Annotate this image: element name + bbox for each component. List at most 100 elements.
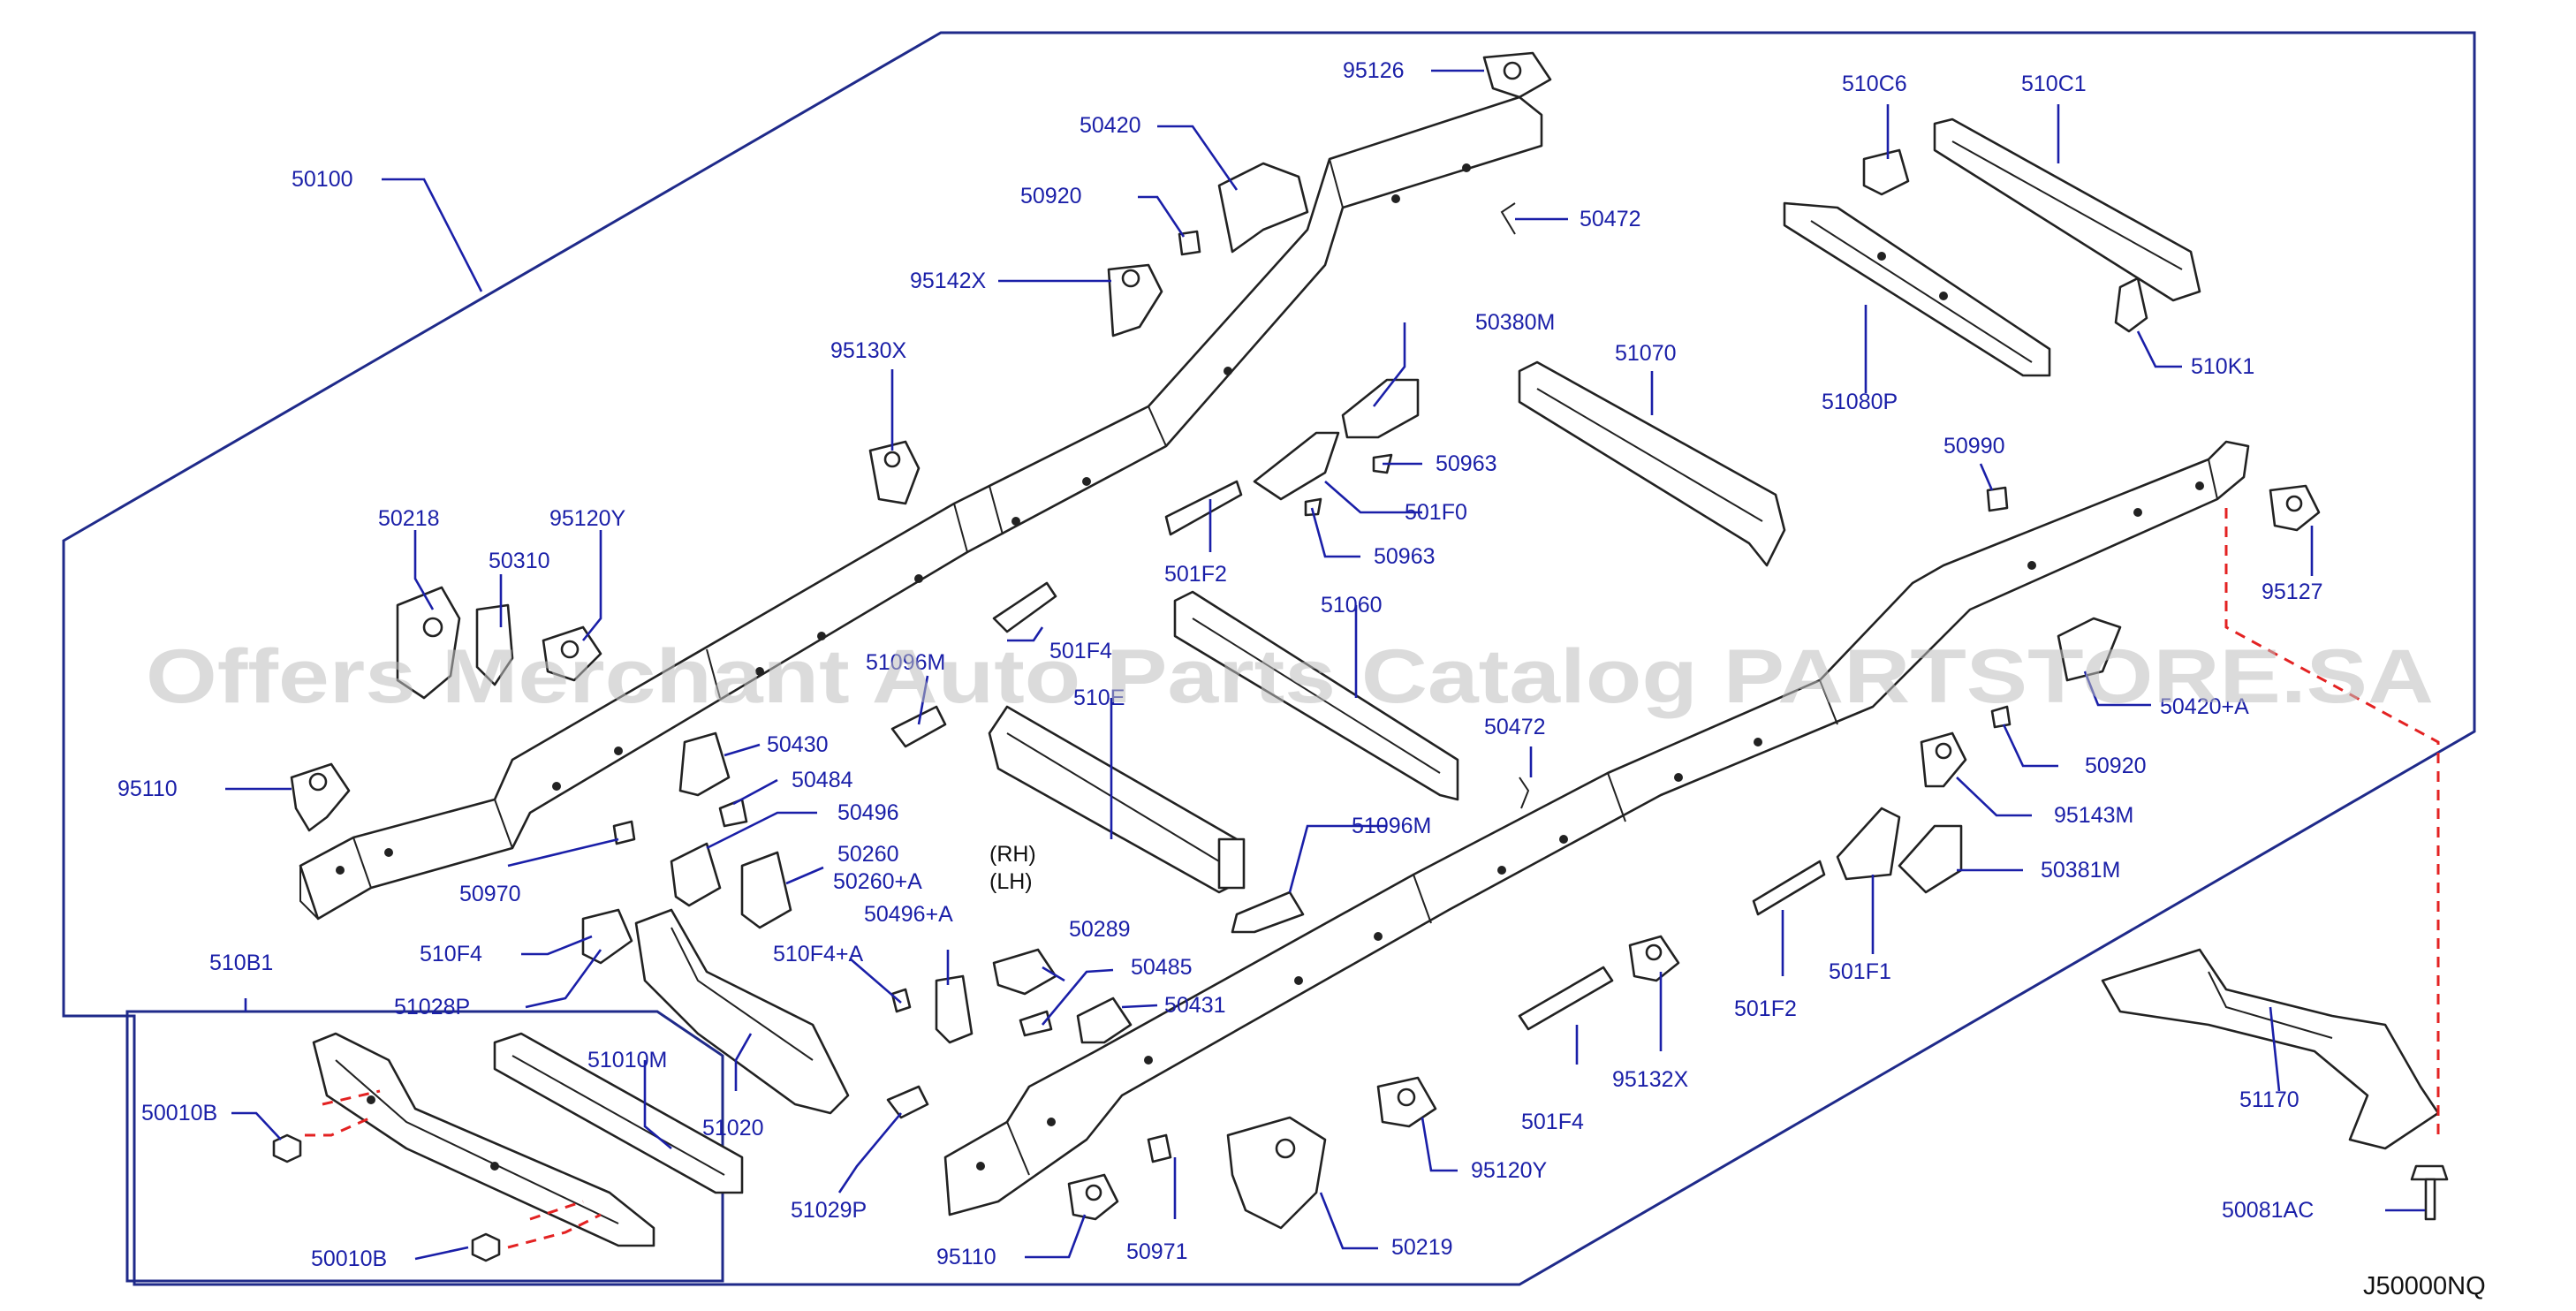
label-51060[interactable]: 51060 — [1321, 593, 1383, 618]
part-labels: 50100 95126 50420 50920 50472 95142X 951… — [117, 58, 2323, 1271]
label-50920-right[interactable]: 50920 — [2085, 754, 2147, 778]
crossmember-51070 — [1518, 360, 1786, 567]
label-50081ac[interactable]: 50081AC — [2222, 1198, 2314, 1223]
label-50010b-lower[interactable]: 50010B — [311, 1247, 387, 1271]
label-50380m[interactable]: 50380M — [1475, 310, 1555, 335]
label-51170[interactable]: 51170 — [2239, 1087, 2299, 1112]
label-51096m-right[interactable]: 51096M — [1352, 814, 1431, 838]
mount-95127 — [2269, 484, 2321, 532]
label-50970[interactable]: 50970 — [459, 882, 521, 906]
label-51070[interactable]: 51070 — [1615, 341, 1677, 366]
mount-95132x — [1628, 935, 1680, 982]
label-501f4-lower[interactable]: 501F4 — [1521, 1110, 1584, 1134]
nut-50010b-lower — [471, 1232, 501, 1262]
label-50010b-upper[interactable]: 50010B — [141, 1101, 217, 1125]
label-50219[interactable]: 50219 — [1391, 1235, 1453, 1260]
bracket-50496 — [670, 842, 722, 907]
label-95143m[interactable]: 95143M — [2054, 803, 2133, 828]
label-510c1[interactable]: 510C1 — [2021, 72, 2087, 96]
label-51020[interactable]: 51020 — [702, 1116, 764, 1140]
label-lh: (LH) — [989, 869, 1033, 894]
crossmember-51060 — [1173, 590, 1459, 801]
label-95127[interactable]: 95127 — [2262, 580, 2323, 604]
label-501f2-right[interactable]: 501F2 — [1734, 997, 1797, 1021]
alignment-dash-upper — [2224, 508, 2440, 1140]
label-50289[interactable]: 50289 — [1069, 917, 1131, 942]
diagram-code: J50000NQ — [2363, 1272, 2486, 1300]
bracket-50420a — [2057, 617, 2122, 682]
label-501f2-left[interactable]: 501F2 — [1164, 562, 1227, 587]
label-510e[interactable]: 510E — [1073, 686, 1125, 710]
label-50472-lower[interactable]: 50472 — [1484, 715, 1546, 739]
label-51029p[interactable]: 51029P — [791, 1198, 867, 1223]
label-50218[interactable]: 50218 — [378, 506, 440, 531]
clip-50970 — [612, 820, 636, 845]
label-50260[interactable]: 50260 — [837, 842, 899, 867]
bracket-501f2-left — [1164, 480, 1243, 536]
label-rh: (RH) — [989, 842, 1036, 867]
alignment-dash-b1-lower — [507, 1200, 602, 1249]
label-50496a[interactable]: 50496+A — [864, 902, 953, 927]
label-50920-left[interactable]: 50920 — [1020, 184, 1082, 208]
mount-95120y-left — [542, 625, 602, 682]
label-51028p[interactable]: 51028P — [394, 995, 470, 1019]
bracket-50485 — [1019, 1010, 1053, 1037]
label-50485[interactable]: 50485 — [1131, 955, 1193, 980]
label-510f4a[interactable]: 510F4+A — [773, 942, 863, 966]
label-50431[interactable]: 50431 — [1164, 993, 1226, 1018]
crossmember-510b1 — [312, 1032, 655, 1247]
clip-50920-right — [1990, 705, 2012, 729]
label-50472-upper[interactable]: 50472 — [1580, 207, 1641, 231]
label-95120y-left[interactable]: 95120Y — [549, 506, 626, 531]
label-50990[interactable]: 50990 — [1943, 434, 2005, 458]
label-510c6[interactable]: 510C6 — [1842, 72, 1907, 96]
bracket-50260 — [740, 851, 792, 929]
label-95126[interactable]: 95126 — [1343, 58, 1405, 83]
label-50420[interactable]: 50420 — [1080, 113, 1141, 138]
label-50430[interactable]: 50430 — [767, 732, 829, 757]
label-50963-lower[interactable]: 50963 — [1374, 544, 1436, 569]
label-95110-left[interactable]: 95110 — [117, 777, 178, 801]
bracket-510c6 — [1862, 148, 1910, 196]
label-95132x[interactable]: 95132X — [1612, 1067, 1689, 1092]
watermark: Offers Merchant Auto Parts Catalog PARTS… — [146, 634, 2434, 719]
label-95120y-right[interactable]: 95120Y — [1471, 1158, 1548, 1183]
label-50484[interactable]: 50484 — [792, 768, 853, 792]
label-501f0[interactable]: 501F0 — [1405, 500, 1467, 525]
label-510k1[interactable]: 510K1 — [2191, 354, 2254, 379]
label-50260a[interactable]: 50260+A — [833, 869, 922, 894]
clip-50963-lower — [1304, 497, 1322, 517]
label-95130x[interactable]: 95130X — [830, 338, 907, 363]
frame-rail-right — [943, 440, 2250, 1216]
leader-lines — [225, 69, 2425, 1261]
crossmember-51080p — [1783, 201, 2051, 377]
label-50963-upper[interactable]: 50963 — [1436, 451, 1497, 476]
label-510b1[interactable]: 510B1 — [209, 951, 273, 975]
nut-50010b-upper — [272, 1133, 302, 1163]
label-50496[interactable]: 50496 — [837, 800, 899, 825]
label-51096m-left[interactable]: 51096M — [866, 650, 945, 675]
label-50971[interactable]: 50971 — [1126, 1239, 1188, 1264]
label-51080p[interactable]: 51080P — [1822, 390, 1898, 414]
label-51010m[interactable]: 51010M — [587, 1048, 667, 1072]
bracket-501f4-upper — [992, 581, 1057, 633]
clip-50920-left — [1178, 230, 1201, 256]
bracket-510f4 — [581, 908, 633, 965]
crossmember-51020 — [634, 908, 850, 1115]
label-50420a[interactable]: 50420+A — [2160, 694, 2249, 719]
label-501f1[interactable]: 501F1 — [1829, 959, 1891, 984]
label-50381m[interactable]: 50381M — [2041, 858, 2120, 883]
label-95110-right[interactable]: 95110 — [936, 1245, 996, 1269]
bracket-50380m — [1341, 378, 1420, 439]
alignment-dash-b1-upper — [305, 1089, 381, 1137]
frame-rail-left — [299, 95, 1543, 921]
label-501f4-upper[interactable]: 501F4 — [1049, 639, 1112, 663]
label-95142x[interactable]: 95142X — [910, 269, 987, 293]
bracket-501f4-lower — [1518, 966, 1614, 1031]
label-510f4[interactable]: 510F4 — [420, 942, 482, 966]
bracket-50420 — [1217, 162, 1309, 254]
label-50100[interactable]: 50100 — [292, 167, 353, 192]
bracket-51096m-right — [1231, 890, 1305, 934]
label-50310[interactable]: 50310 — [489, 549, 550, 573]
